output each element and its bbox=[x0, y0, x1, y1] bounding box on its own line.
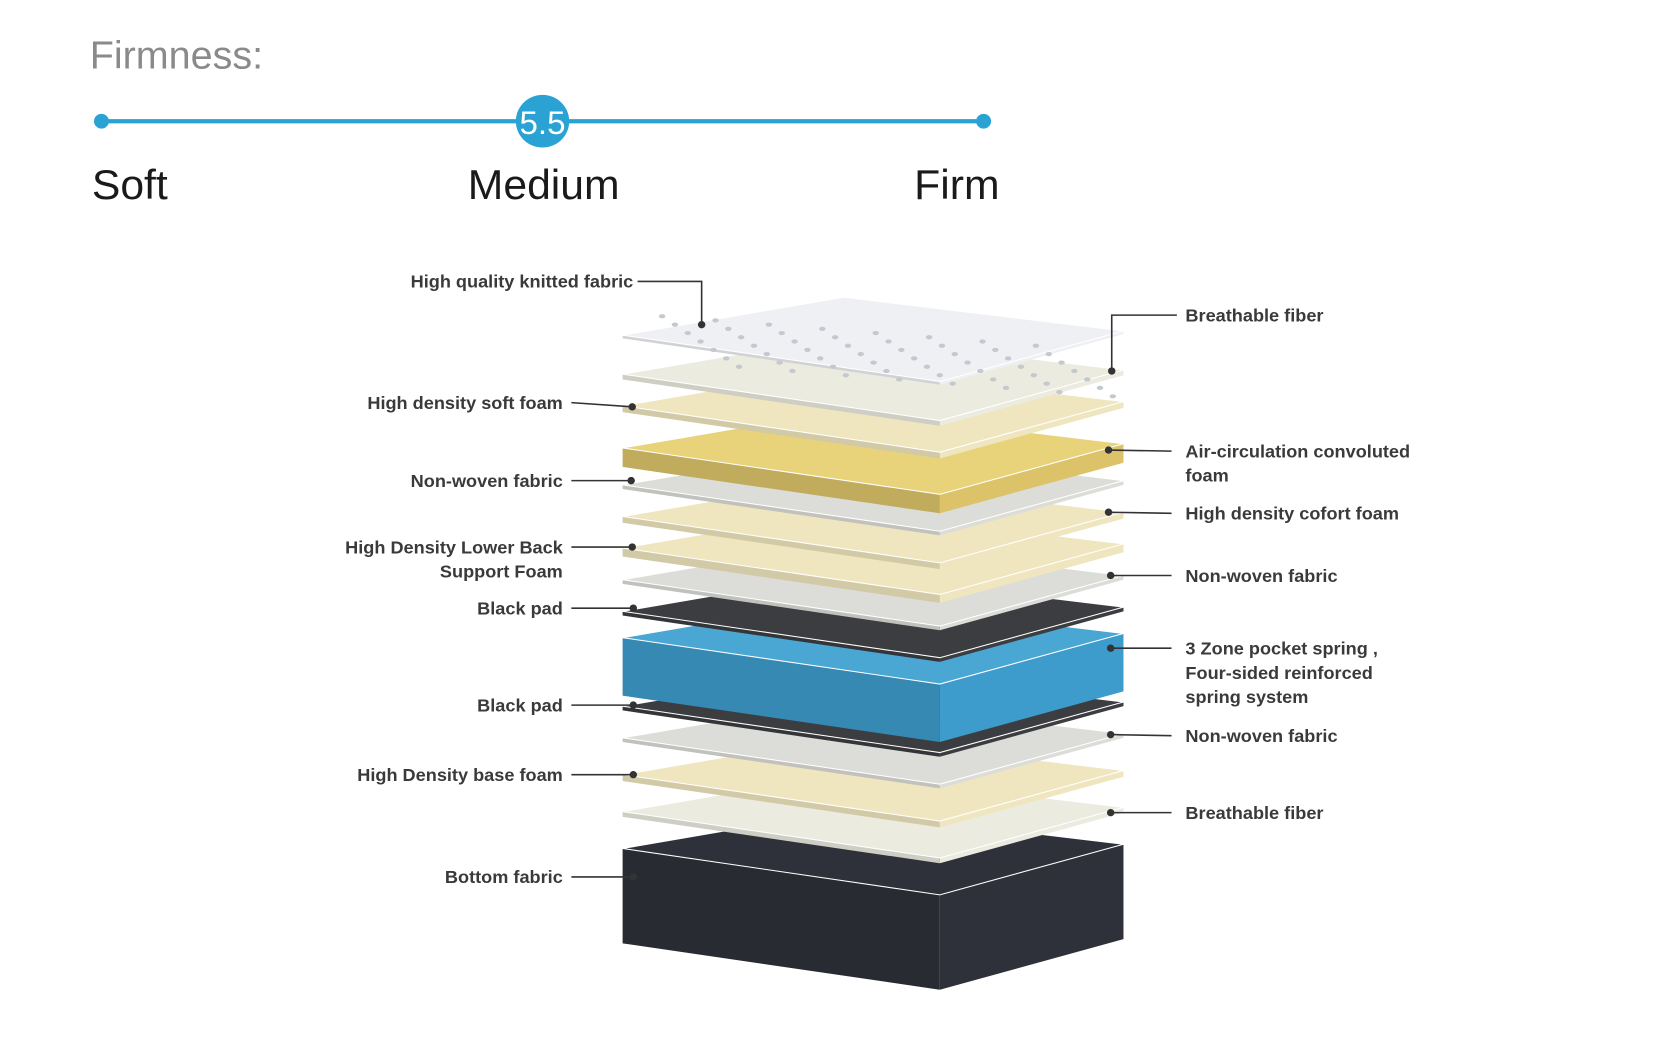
leader-line bbox=[571, 401, 633, 408]
leader-dot bbox=[1104, 446, 1113, 454]
leader-dot bbox=[628, 403, 636, 411]
layer-label: Breathable fiber bbox=[1185, 306, 1323, 326]
layer-callout: Black pad bbox=[477, 599, 638, 619]
leader-dot bbox=[628, 543, 636, 551]
layer-label: Black pad bbox=[477, 599, 563, 619]
layer-label: High Density base foam bbox=[357, 765, 563, 785]
layer-callout: High density cofort foam bbox=[1104, 504, 1399, 524]
layer-label: Breathable fiber bbox=[1185, 803, 1323, 823]
layer-label: Non-woven fabric bbox=[411, 471, 563, 491]
layer-callout: Air-circulation convoluted foam bbox=[1104, 442, 1410, 486]
layer-label: Bottom fabric bbox=[445, 867, 563, 887]
layer-callout: Breathable fiber bbox=[1106, 803, 1323, 823]
leader-line bbox=[1108, 511, 1172, 515]
layer-label: 3 Zone pocket spring , bbox=[1185, 639, 1377, 659]
layer-label: Non-woven fabric bbox=[1185, 726, 1337, 746]
layer-label: spring system bbox=[1185, 687, 1308, 707]
layer-label: foam bbox=[1185, 466, 1228, 486]
leader-dot bbox=[629, 701, 638, 709]
slider-end-dot bbox=[976, 113, 992, 129]
leader-dot bbox=[1106, 808, 1115, 817]
leader-dot bbox=[629, 873, 638, 881]
leader-dot bbox=[1104, 508, 1113, 516]
layer-knitted-fabric bbox=[622, 296, 1124, 399]
layer-callout: 3 Zone pocket spring , Four-sided reinfor… bbox=[1106, 639, 1378, 707]
leader-line bbox=[1108, 449, 1172, 452]
leader-dot bbox=[627, 476, 635, 485]
leader-dot bbox=[1106, 730, 1115, 739]
layer-label: High Density Lower Back bbox=[345, 537, 564, 557]
layer-callout: High density soft foam bbox=[367, 393, 636, 413]
layer-bottom-fabric bbox=[622, 809, 1124, 990]
firmness-value: 5.5 bbox=[520, 104, 566, 141]
layer-callout: High Density base foam bbox=[357, 765, 638, 785]
leader-dot bbox=[1106, 571, 1115, 580]
layer-label: High density soft foam bbox=[367, 393, 562, 413]
layer-label: Black pad bbox=[477, 696, 563, 716]
layer-label: High density cofort foam bbox=[1185, 504, 1399, 524]
layer-callout: Black pad bbox=[477, 696, 638, 716]
label-firm: Firm bbox=[914, 161, 999, 208]
layer-callout: Non-woven fabric bbox=[411, 471, 635, 491]
leader-line bbox=[637, 280, 703, 325]
layer-label: High quality knitted fabric bbox=[411, 272, 634, 292]
layer-callout: High quality knitted fabric bbox=[411, 272, 706, 329]
layer-label: Air-circulation convoluted bbox=[1185, 442, 1410, 462]
layer-callout: Bottom fabric bbox=[445, 867, 638, 887]
firmness-slider: 5.5 bbox=[93, 94, 992, 148]
slider-start-dot bbox=[93, 113, 109, 129]
layer-callout: Non-woven fabric bbox=[1106, 726, 1338, 746]
leader-dot bbox=[697, 320, 706, 329]
leader-dot bbox=[1107, 367, 1116, 375]
label-medium: Medium bbox=[468, 161, 620, 208]
firmness-title: Firmness: bbox=[90, 34, 263, 78]
layer-callout: Breathable fiber bbox=[1107, 306, 1323, 375]
label-soft: Soft bbox=[92, 161, 168, 208]
mattress-layers-illustration bbox=[622, 296, 1124, 990]
leader-line bbox=[1110, 314, 1177, 372]
leader-dot bbox=[629, 604, 638, 612]
layer-label: Support Foam bbox=[440, 562, 563, 582]
leader-line bbox=[1110, 733, 1172, 737]
layer-label: Four-sided reinforced bbox=[1185, 663, 1372, 683]
leader-dot bbox=[1106, 644, 1115, 652]
leader-dot bbox=[629, 771, 638, 779]
layer-callout: Non-woven fabric bbox=[1106, 566, 1338, 586]
layer-label: Non-woven fabric bbox=[1185, 566, 1337, 586]
slider-knob bbox=[515, 94, 570, 148]
